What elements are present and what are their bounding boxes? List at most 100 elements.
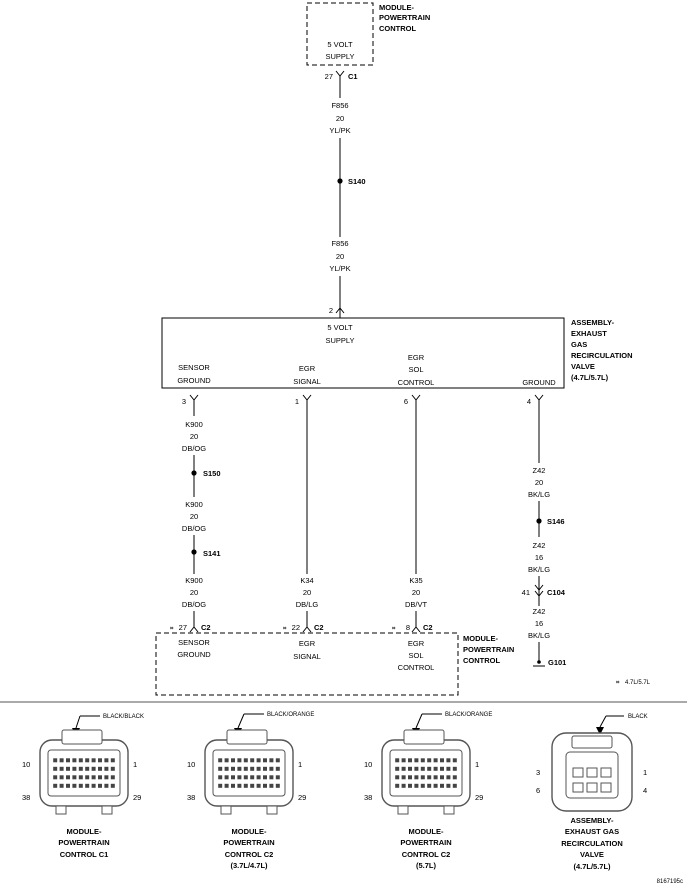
- pin-cavity: [78, 783, 83, 788]
- connector-foot: [397, 805, 409, 815]
- connector-latch: [571, 735, 613, 749]
- pin-cavity: [218, 758, 223, 763]
- connector-symbol: [411, 626, 421, 633]
- wire-label: 16: [535, 619, 543, 628]
- pin-cavity: [275, 766, 280, 771]
- connector-symbol: [189, 626, 199, 633]
- pcm-bottom-label-1: MODULE-: [463, 634, 498, 643]
- pin-cavity: [237, 758, 242, 763]
- wire-label: F856: [331, 239, 348, 248]
- pin-cavity: [250, 766, 255, 771]
- pin-cavity: [110, 766, 115, 771]
- pin-cavity: [395, 766, 400, 771]
- connector-view-egr-valve: BLACK 3 1 6 4 ASSEMBLY- EXHAUST GAS RECI…: [536, 714, 648, 871]
- wire-label: K900: [185, 500, 203, 509]
- pin-cavity: [427, 783, 432, 788]
- wire-label: 20: [190, 588, 198, 597]
- pcm-bottom-egr-sol-3: CONTROL: [398, 663, 435, 672]
- pin-cavity: [263, 775, 267, 780]
- egr-signal-2: SIGNAL: [293, 377, 321, 386]
- pin-cavity: [104, 758, 109, 763]
- pcm-top-pin: 27: [325, 72, 333, 81]
- pin-cavity: [110, 783, 115, 788]
- pin-cavity: [243, 775, 248, 780]
- pcm-top-connector: C1: [348, 72, 358, 81]
- caption: POWERTRAIN: [223, 838, 274, 847]
- pcm-bottom-label-2: POWERTRAIN: [463, 645, 514, 654]
- egr-ground: GROUND: [522, 378, 556, 387]
- egr-sensor-ground-2: GROUND: [177, 376, 211, 385]
- pin-cavity: [85, 775, 90, 780]
- pin-cavity: [263, 783, 267, 788]
- pin-cavity: [427, 758, 432, 763]
- pin-cavity: [420, 758, 425, 763]
- pin-cavity: [243, 766, 248, 771]
- egr-assembly-box: [161, 317, 565, 389]
- wire-label: 20: [535, 478, 543, 487]
- pin-cavity: [218, 766, 223, 771]
- col3-pin: 8: [406, 623, 410, 632]
- pin-cavity: [395, 758, 400, 763]
- hash-symbol: ⌗: [616, 680, 620, 686]
- pin-cavity: [269, 783, 274, 788]
- connector-latch: [403, 729, 445, 745]
- connector-latch: [226, 729, 268, 745]
- pin-cavity: [91, 783, 96, 788]
- caption: CONTROL C2: [402, 850, 451, 859]
- pin-cavity: [446, 775, 451, 780]
- wire-label: F856: [331, 101, 348, 110]
- leader-line: [237, 713, 245, 729]
- egr-supply-2: SUPPLY: [325, 336, 354, 345]
- pin-cavity: [243, 783, 248, 788]
- pin-cavity: [433, 766, 438, 771]
- connector-symbol: [335, 307, 345, 314]
- pin-number: 38: [364, 793, 372, 802]
- col3-connector: C2: [423, 623, 433, 632]
- connector-foot: [220, 805, 232, 815]
- pin-number: 10: [22, 760, 30, 769]
- splice-s146: S146: [547, 517, 565, 526]
- pcm-top-label-2: POWERTRAIN: [379, 13, 430, 22]
- figure-id: 8167195c: [657, 879, 683, 885]
- pcm-top-label-1: MODULE-: [379, 3, 414, 12]
- color-pointer: [596, 727, 604, 735]
- connector-foot: [266, 805, 278, 815]
- wire-label: Z42: [533, 466, 546, 475]
- pin-cavity: [85, 758, 90, 763]
- pin-cavity: [275, 783, 280, 788]
- pin-cavity: [440, 758, 444, 763]
- egr-sol-control-3: CONTROL: [398, 378, 435, 387]
- caption: (5.7L): [416, 861, 437, 870]
- pin-cavity: [433, 775, 438, 780]
- egr-pin-top: 2: [329, 306, 333, 315]
- pcm-bottom-sensor-ground-2: GROUND: [177, 650, 211, 659]
- pin-cavity: [256, 775, 261, 780]
- connector-face: [389, 749, 463, 797]
- egr-label-3: GAS: [571, 340, 587, 349]
- pin-cavity: [59, 775, 64, 780]
- egr-pin: 3: [182, 397, 186, 406]
- pin-cavity: [256, 758, 261, 763]
- connector-face: [47, 749, 121, 797]
- egr-supply-1: 5 VOLT: [327, 323, 353, 332]
- pin-cavity: [66, 775, 70, 780]
- caption: EXHAUST GAS: [565, 827, 619, 836]
- connector-symbol: [534, 584, 544, 591]
- wire-label: 20: [190, 432, 198, 441]
- pin-cavity: [427, 775, 432, 780]
- pin-cavity: [91, 766, 96, 771]
- egr-sol-control-1: EGR: [408, 353, 425, 362]
- pin-cavity: [408, 758, 412, 763]
- wire-label: BK/LG: [528, 490, 550, 499]
- pin-cavity: [401, 775, 406, 780]
- col1-connector: C2: [201, 623, 211, 632]
- wire-label: DB/VT: [405, 600, 428, 609]
- pin-cavity: [420, 783, 425, 788]
- pin-cavity: [231, 783, 235, 788]
- connector-symbol: [302, 626, 312, 633]
- wire-label: 20: [336, 114, 344, 123]
- pin-number: 1: [475, 760, 479, 769]
- ground-dot: [537, 660, 541, 664]
- pin-cavity: [53, 775, 58, 780]
